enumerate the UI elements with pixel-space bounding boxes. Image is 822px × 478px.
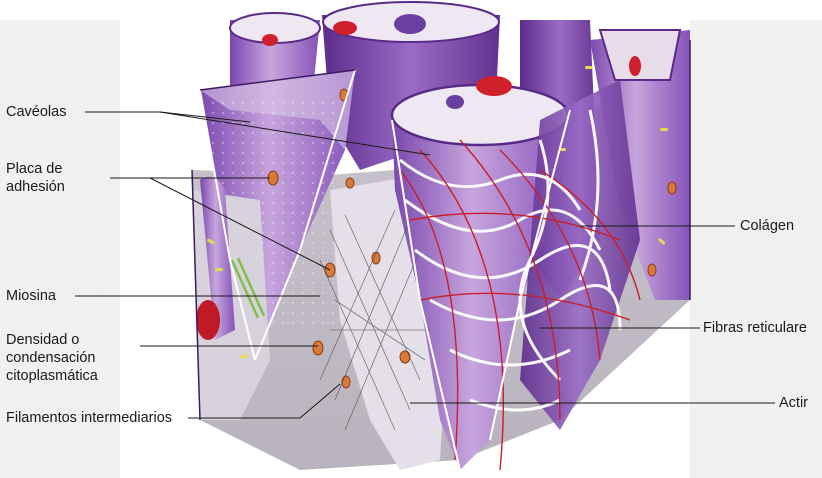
label-caveolas: Cavéolas — [6, 103, 66, 121]
label-filamentos: Filamentos intermediarios — [6, 409, 172, 427]
label-placa-adhesion: Placa de adhesión — [6, 160, 65, 196]
label-miosina: Miosina — [6, 287, 56, 305]
label-densidad: Densidad o condensación citoplasmática — [6, 331, 98, 385]
label-fibras-reticulares: Fibras reticulare — [703, 319, 807, 337]
label-colageno: Colágen — [740, 217, 794, 235]
label-actina: Actir — [779, 394, 808, 412]
